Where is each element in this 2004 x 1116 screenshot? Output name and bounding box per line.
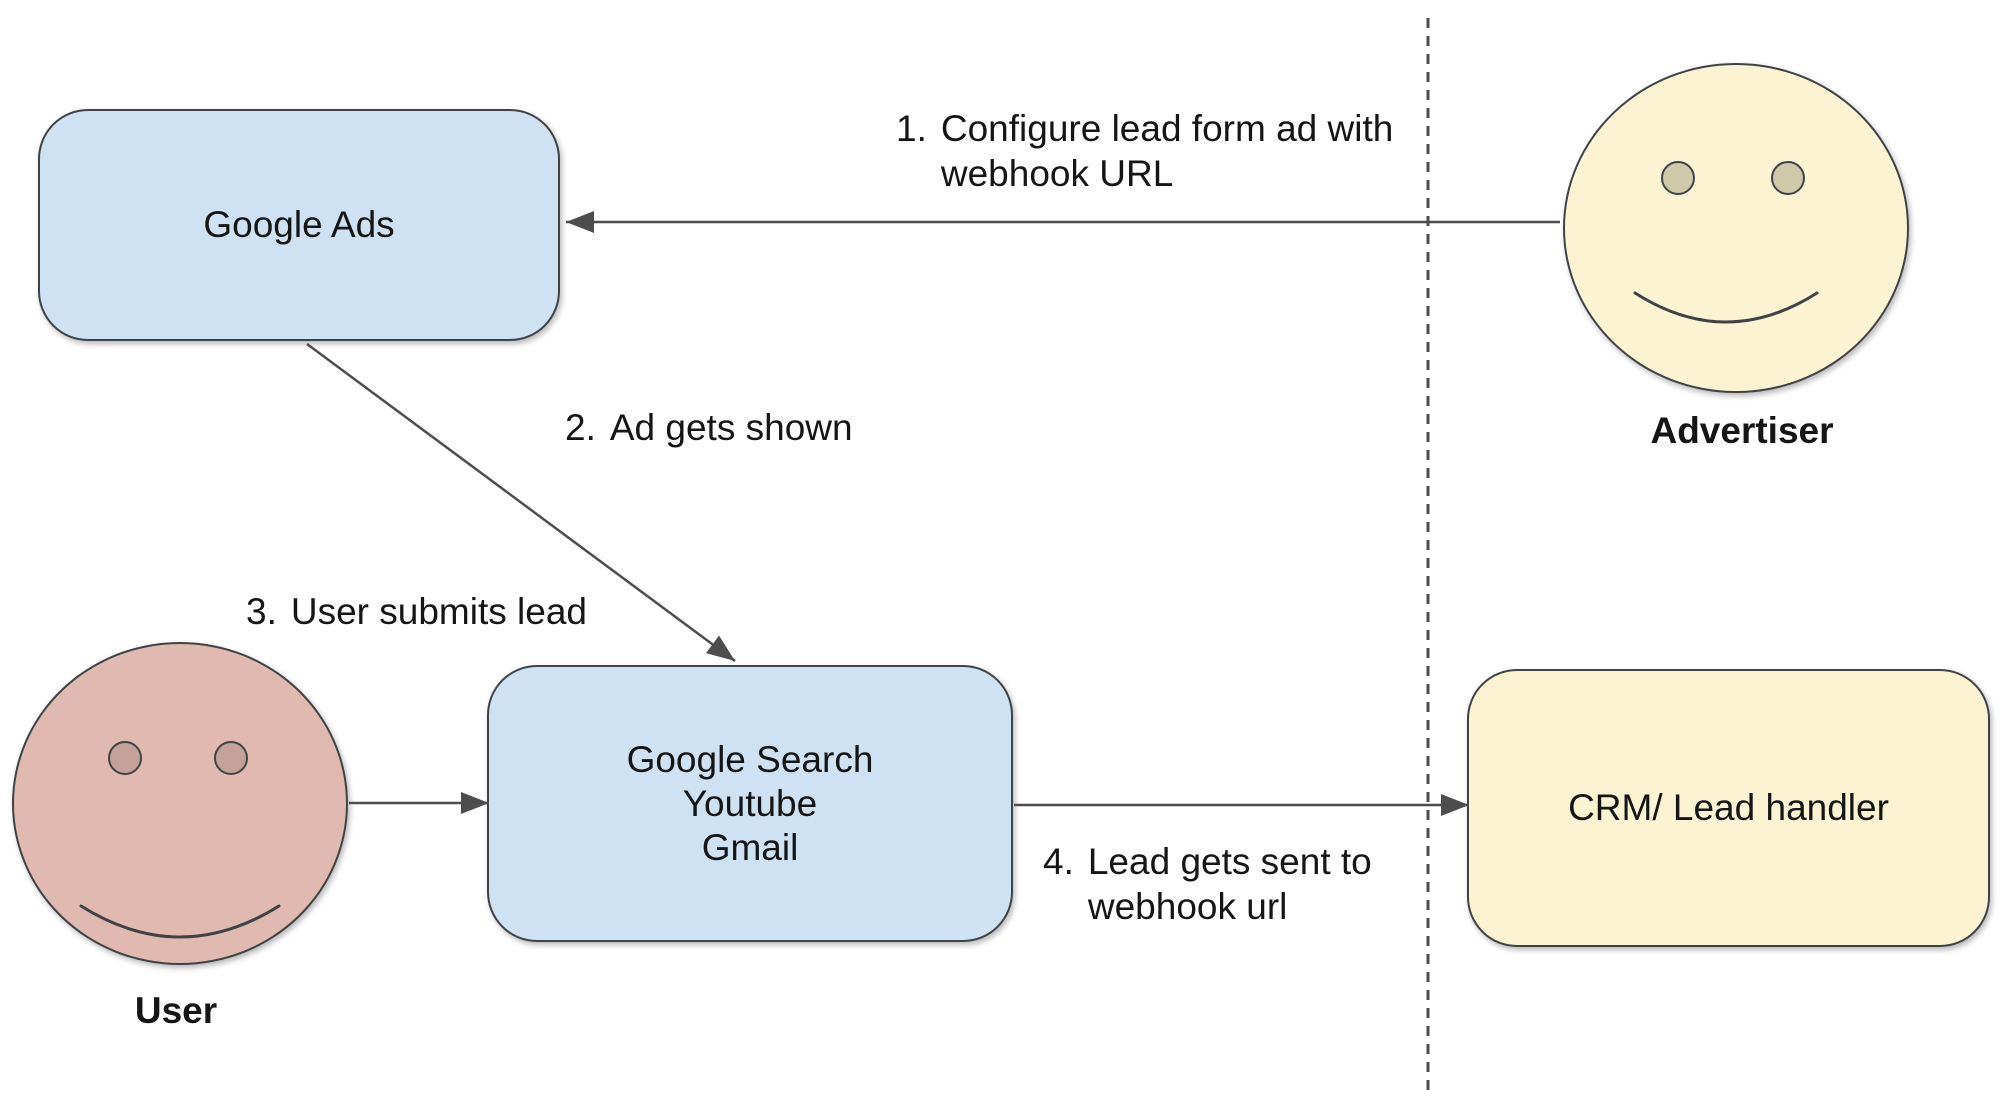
step-4-text-line-2: webhook url: [1087, 886, 1288, 927]
node-google-platforms: Google Search Youtube Gmail: [487, 665, 1013, 942]
node-platforms-line-2: Youtube: [682, 782, 818, 824]
step-4-text-line-1: Lead gets sent to: [1087, 841, 1372, 882]
step-label-1: 1. Configure lead form ad with webhook U…: [896, 106, 1393, 196]
step-3-text-line-1: User submits lead: [290, 591, 587, 632]
step-1-text-line-1: Configure lead form ad with: [940, 108, 1394, 149]
step-label-2: 2. Ad gets shown: [565, 405, 853, 450]
step-3-number: 3.: [246, 591, 277, 632]
step-4-number: 4.: [1043, 841, 1074, 882]
node-google-ads-label: Google Ads: [203, 204, 395, 245]
user-label: User: [134, 990, 218, 1031]
advertiser-face: [1563, 63, 1909, 393]
node-platforms-line-1: Google Search: [626, 738, 874, 780]
user-right-eye-icon: [214, 741, 248, 775]
advertiser-left-eye-icon: [1661, 161, 1695, 195]
step-1-number: 1.: [896, 108, 927, 149]
node-crm-label: CRM/ Lead handler: [1568, 787, 1889, 828]
advertiser-right-eye-icon: [1771, 161, 1805, 195]
node-google-ads: Google Ads: [38, 109, 560, 341]
step-2-number: 2.: [565, 407, 596, 448]
step-1-text-line-2: webhook URL: [940, 153, 1174, 194]
step-label-4: 4. Lead gets sent to webhook url: [1043, 839, 1372, 929]
node-platforms-line-3: Gmail: [701, 826, 799, 868]
node-crm-lead-handler: CRM/ Lead handler: [1467, 669, 1990, 947]
user-face: [12, 642, 348, 965]
advertiser-label: Advertiser: [1650, 410, 1834, 451]
step-2-text-line-1: Ad gets shown: [609, 407, 853, 448]
step-label-3: 3. User submits lead: [246, 589, 587, 634]
user-left-eye-icon: [108, 741, 142, 775]
